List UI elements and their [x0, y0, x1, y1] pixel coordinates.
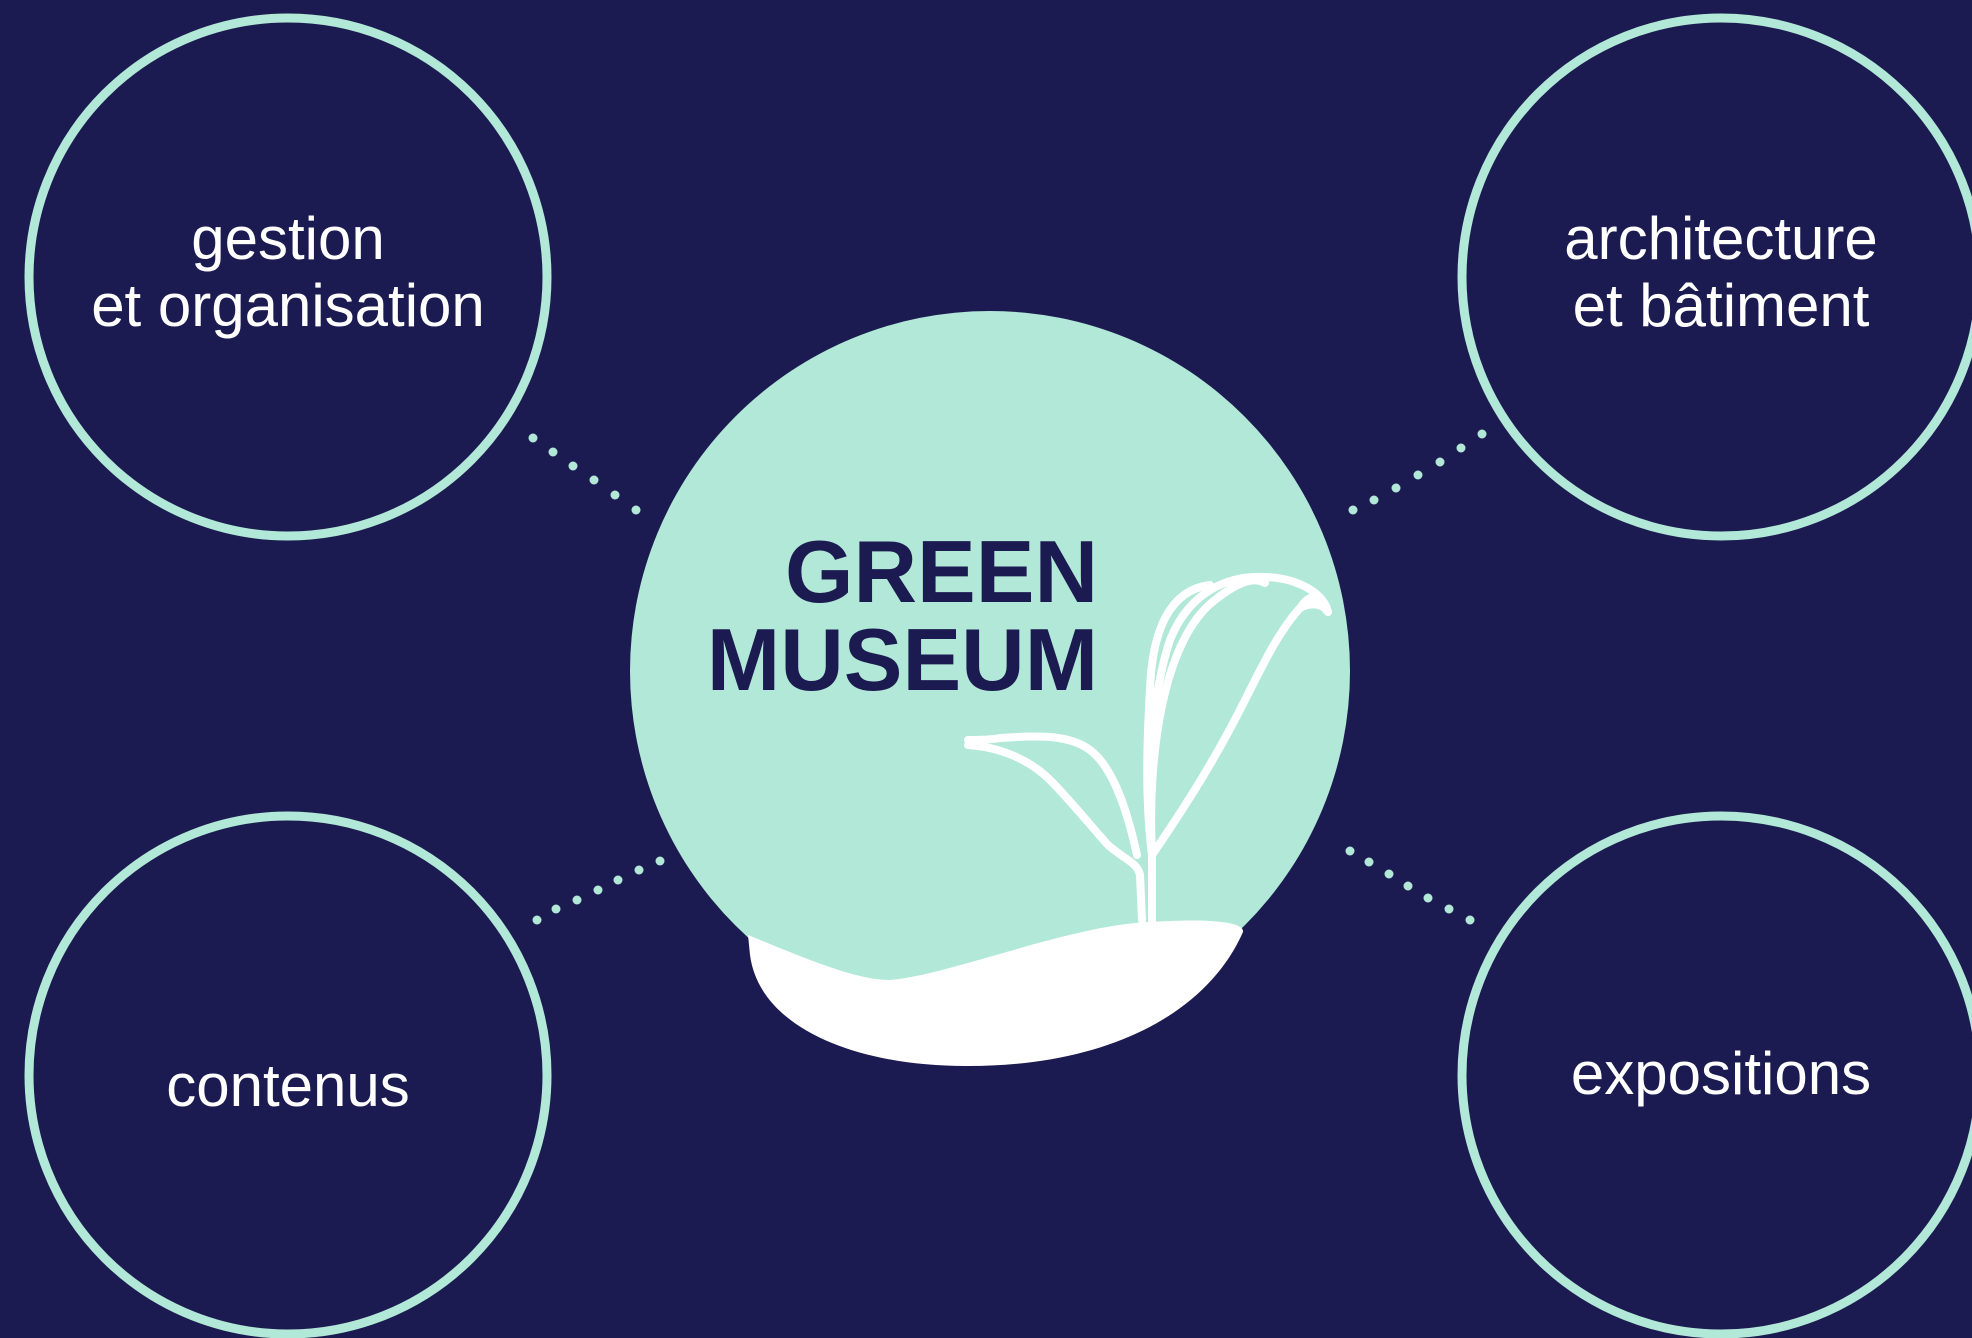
node-ring-bottom-left: [24, 811, 552, 1338]
node-label-top-left-line2: et organisation: [91, 272, 485, 340]
hub-title-line1: GREEN: [785, 522, 1098, 621]
node-label-top-left: gestion et organisation: [38, 205, 538, 339]
hub-title-line2: MUSEUM: [706, 610, 1098, 709]
connector-bottom-right: [1345, 846, 1475, 925]
connector-top-left: [528, 433, 641, 515]
node-label-bottom-right-line1: expositions: [1570, 1040, 1872, 1107]
node-label-top-left-line1: gestion: [191, 205, 385, 272]
node-ring-top-right: [1457, 13, 1972, 541]
node-label-bottom-right: expositions: [1471, 1040, 1971, 1107]
node-label-top-right-line1: architecture: [1564, 205, 1878, 272]
node-label-bottom-left-line1: contenus: [166, 1052, 410, 1119]
node-label-top-right-line2: et bâtiment: [1572, 272, 1870, 340]
node-label-top-right: architecture et bâtiment: [1471, 205, 1971, 339]
node-ring-top-left: [24, 13, 552, 541]
node-ring-bottom-right: [1457, 811, 1972, 1338]
hub-circle: [630, 311, 1350, 1031]
plant-sprout-icon: [964, 572, 1332, 926]
connector-top-right: [1348, 429, 1487, 515]
hub-title: GREEN MUSEUM: [700, 528, 1098, 704]
soil-mound: [748, 920, 1244, 1067]
node-label-bottom-left: contenus: [38, 1052, 538, 1119]
connector-bottom-left: [532, 856, 665, 925]
dotted-connectors: [528, 429, 1487, 925]
